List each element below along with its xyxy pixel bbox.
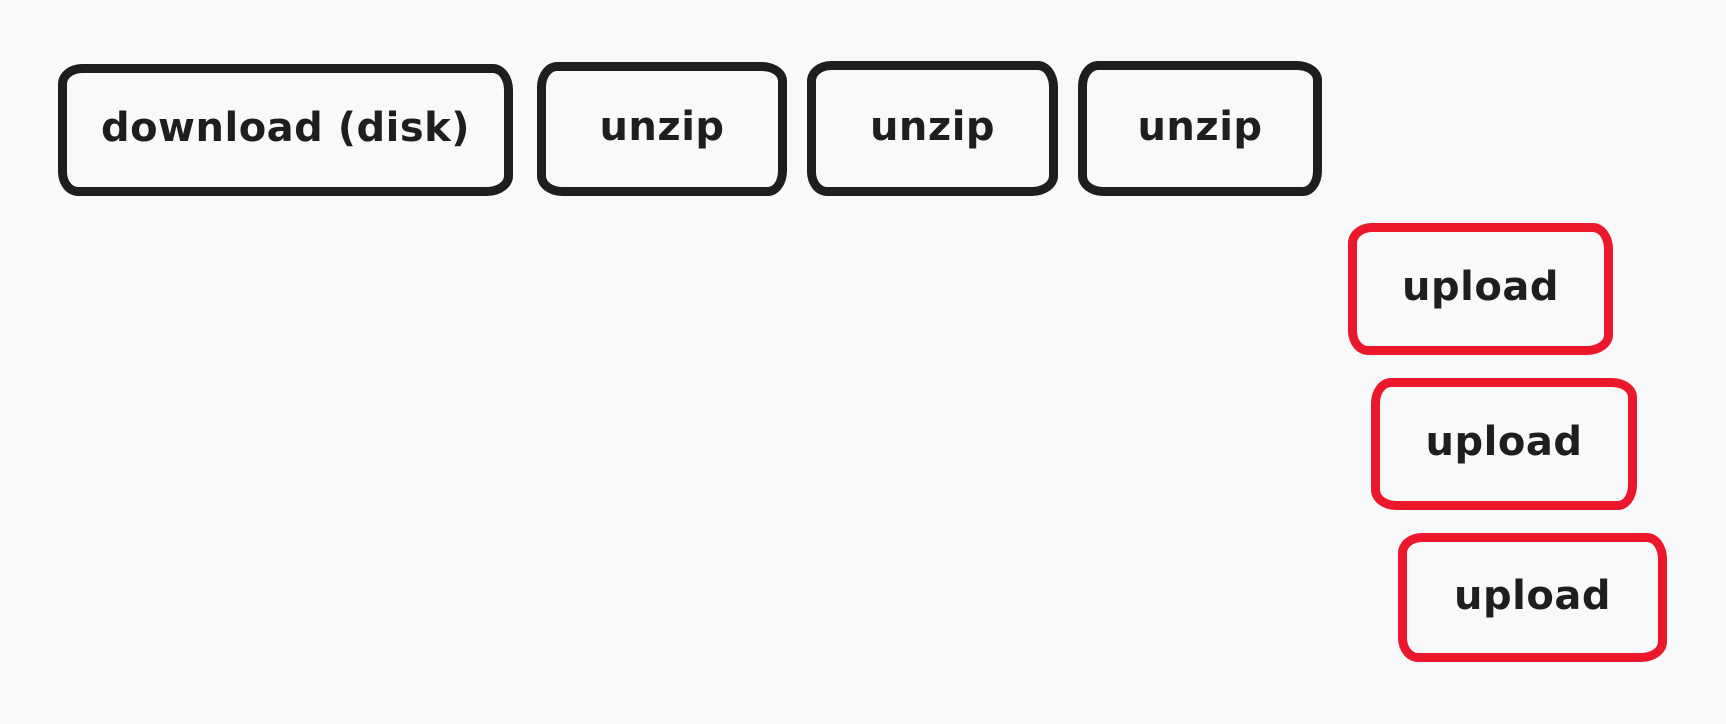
diagram-node-label: unzip — [869, 103, 996, 150]
node-download-disk[interactable]: download (disk) — [58, 64, 513, 196]
diagram-node-label: upload — [1425, 419, 1583, 465]
diagram-node-label: upload — [1402, 264, 1559, 310]
node-unzip-3[interactable]: unzip — [1078, 61, 1322, 196]
node-upload-3[interactable]: upload — [1398, 533, 1667, 662]
node-unzip-2[interactable]: unzip — [807, 61, 1058, 196]
diagram-node-label: unzip — [1137, 103, 1263, 150]
diagram-node-label: upload — [1454, 572, 1611, 619]
node-unzip-1[interactable]: unzip — [537, 62, 787, 196]
node-upload-1[interactable]: upload — [1348, 223, 1613, 355]
diagram-node-label: unzip — [599, 104, 725, 150]
diagram-node-label: download (disk) — [100, 105, 471, 151]
node-upload-2[interactable]: upload — [1371, 378, 1637, 510]
